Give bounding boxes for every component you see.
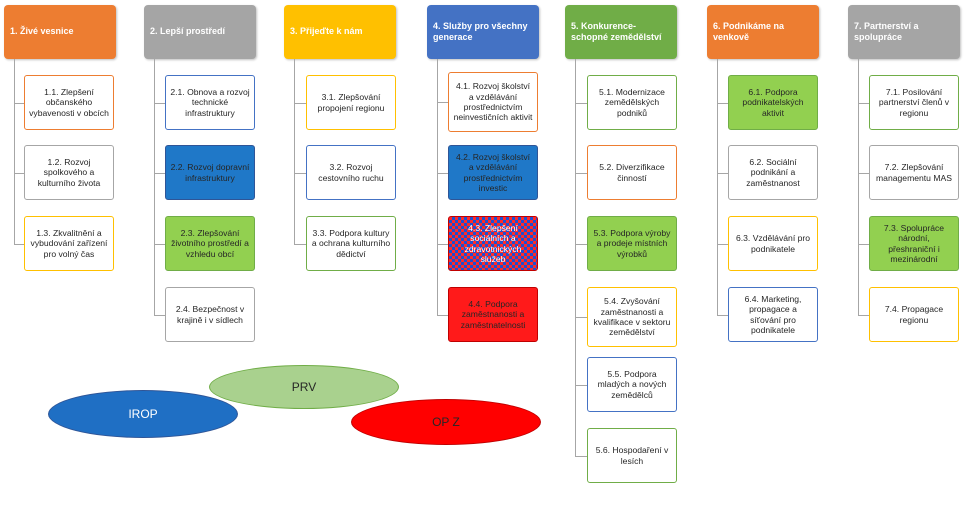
measure-box-7-4[interactable]: 7.4. Propagace regionu xyxy=(869,287,959,342)
connector-branch xyxy=(858,243,869,245)
connector-branch xyxy=(154,314,165,316)
connector-branch xyxy=(294,172,306,174)
column-header-3: 3. Přijeďte k nám xyxy=(284,5,396,59)
connector-branch xyxy=(575,384,587,386)
column-header-1: 1. Živé vesnice xyxy=(4,5,116,59)
connector-branch xyxy=(717,243,728,245)
connector-branch xyxy=(437,243,448,245)
connector-branch xyxy=(575,243,587,245)
measure-box-3-2[interactable]: 3.2. Rozvoj cestovního ruchu xyxy=(306,145,396,200)
measure-box-5-5[interactable]: 5.5. Podpora mladých a nových zemědělců xyxy=(587,357,677,412)
program-label: PRV xyxy=(291,380,317,394)
measure-box-3-1[interactable]: 3.1. Zlepšování propojení regionu xyxy=(306,75,396,130)
connector-branch xyxy=(858,314,869,316)
program-label: OP Z xyxy=(432,415,460,429)
measure-box-3-3[interactable]: 3.3. Podpora kultury a ochrana kulturníh… xyxy=(306,216,396,271)
program-label: IROP xyxy=(128,407,158,421)
measure-box-5-4[interactable]: 5.4. Zvyšování zaměstnanosti a kvalifika… xyxy=(587,287,677,347)
connector-branch xyxy=(575,455,587,457)
connector-vertical-7 xyxy=(858,59,859,315)
connector-branch xyxy=(575,317,587,318)
measure-box-4-3[interactable]: 4.3. Zlepšení sociálních a zdravotnickýc… xyxy=(448,216,538,271)
measure-box-6-1[interactable]: 6.1. Podpora podnikatelských aktivit xyxy=(728,75,818,130)
column-header-4: 4. Služby pro všechny generace xyxy=(427,5,539,59)
connector-vertical-2 xyxy=(154,59,155,315)
connector-branch xyxy=(717,314,728,316)
measure-box-1-2[interactable]: 1.2. Rozvoj spolkového a kulturního živo… xyxy=(24,145,114,200)
connector-branch xyxy=(717,102,728,104)
connector-branch xyxy=(437,102,448,103)
measure-box-2-4[interactable]: 2.4. Bezpečnost v krajině i v sídlech xyxy=(165,287,255,342)
column-header-7: 7. Partnerství a spolupráce xyxy=(848,5,960,59)
connector-branch xyxy=(858,102,869,104)
measure-box-2-2[interactable]: 2.2. Rozvoj dopravní infrastruktury xyxy=(165,145,255,200)
program-oval-irop: IROP xyxy=(48,390,238,438)
measure-box-1-1[interactable]: 1.1. Zlepšení občanského vybavenosti v o… xyxy=(24,75,114,130)
program-oval-prv: PRV xyxy=(209,365,399,409)
measure-box-4-1[interactable]: 4.1. Rozvoj školství a vzdělávání prostř… xyxy=(448,72,538,132)
measure-box-2-1[interactable]: 2.1. Obnova a rozvoj technické infrastru… xyxy=(165,75,255,130)
connector-vertical-1 xyxy=(14,59,15,244)
column-header-5: 5. Konkurence- schopné zemědělství xyxy=(565,5,677,59)
measure-box-4-4[interactable]: 4.4. Podpora zaměstnanosti a zaměstnatel… xyxy=(448,287,538,342)
measure-box-5-1[interactable]: 5.1. Modernizace zemědělských podniků xyxy=(587,75,677,130)
connector-branch xyxy=(154,172,165,174)
connector-branch xyxy=(575,102,587,104)
connector-vertical-5 xyxy=(575,59,576,456)
connector-branch xyxy=(858,172,869,174)
measure-box-6-3[interactable]: 6.3. Vzdělávání pro podnikatele xyxy=(728,216,818,271)
connector-branch xyxy=(717,172,728,174)
connector-branch xyxy=(437,172,448,174)
connector-branch xyxy=(154,102,165,104)
measure-box-7-3[interactable]: 7.3. Spolupráce národní, přeshraniční i … xyxy=(869,216,959,271)
connector-branch xyxy=(575,172,587,174)
connector-branch xyxy=(437,314,448,316)
connector-branch xyxy=(294,102,306,104)
connector-vertical-3 xyxy=(294,59,295,244)
measure-box-7-2[interactable]: 7.2. Zlepšování managementu MAS xyxy=(869,145,959,200)
measure-box-6-2[interactable]: 6.2. Sociální podnikání a zaměstnanost xyxy=(728,145,818,200)
connector-branch xyxy=(294,243,306,245)
connector-branch xyxy=(14,172,24,174)
measure-box-5-3[interactable]: 5.3. Podpora výroby a prodeje místních v… xyxy=(587,216,677,271)
measure-box-7-1[interactable]: 7.1. Posilování partnerství členů v regi… xyxy=(869,75,959,130)
connector-vertical-6 xyxy=(717,59,718,315)
measure-box-5-2[interactable]: 5.2. Diverzifikace činností xyxy=(587,145,677,200)
measure-box-4-2[interactable]: 4.2. Rozvoj školství a vzdělávání prostř… xyxy=(448,145,538,200)
column-header-2: 2. Lepší prostředí xyxy=(144,5,256,59)
connector-branch xyxy=(14,243,24,245)
measure-box-6-4[interactable]: 6.4. Marketing, propagace a síťování pro… xyxy=(728,287,818,342)
column-header-6: 6. Podnikáme na venkově xyxy=(707,5,819,59)
connector-vertical-4 xyxy=(437,59,438,315)
connector-branch xyxy=(14,102,24,104)
program-oval-opz: OP Z xyxy=(351,399,541,445)
measure-box-2-3[interactable]: 2.3. Zlepšování životního prostředí a vz… xyxy=(165,216,255,271)
measure-box-1-3[interactable]: 1.3. Zkvalitnění a vybudování zařízení p… xyxy=(24,216,114,271)
measure-box-5-6[interactable]: 5.6. Hospodaření v lesích xyxy=(587,428,677,483)
connector-branch xyxy=(154,243,165,245)
